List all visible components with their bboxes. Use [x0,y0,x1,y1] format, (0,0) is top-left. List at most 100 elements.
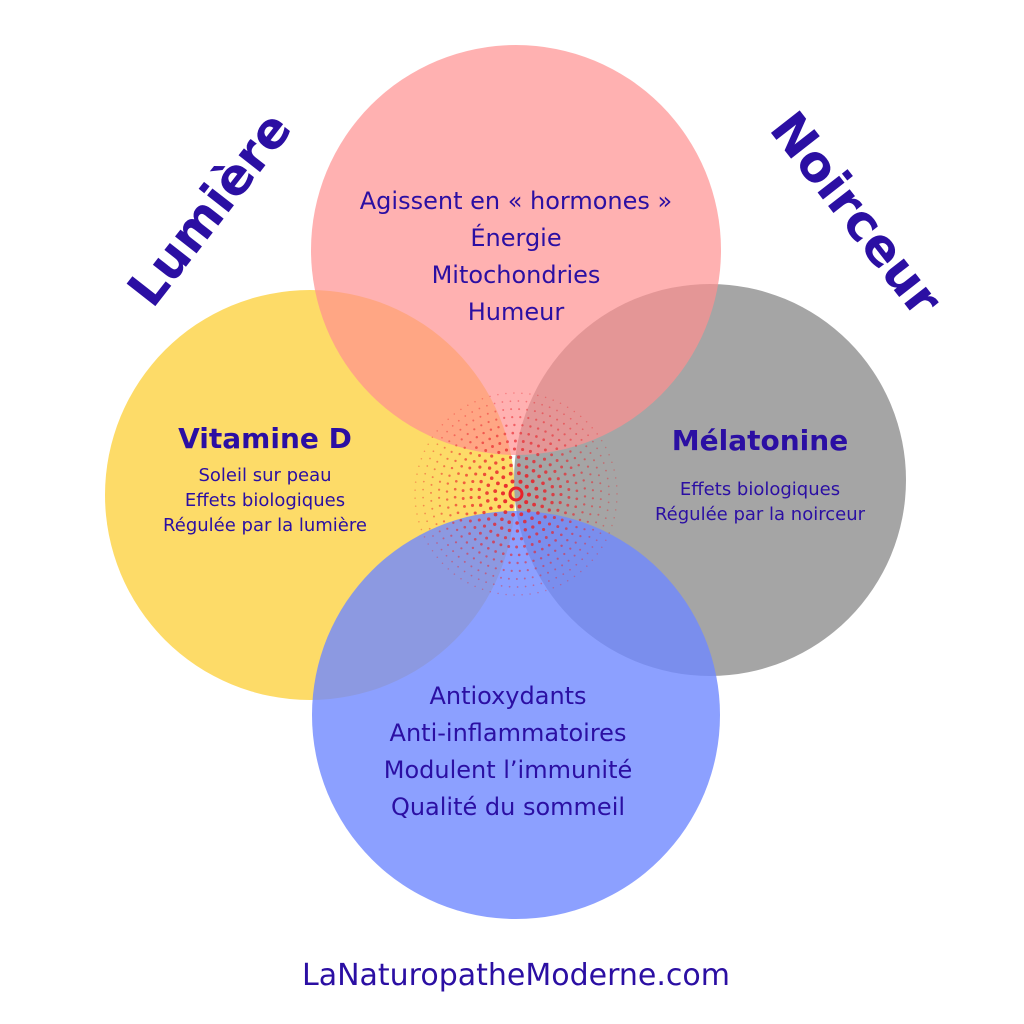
center-dot [492,583,495,586]
center-dot [600,490,602,493]
center-dot [523,519,527,524]
center-dot [544,536,548,539]
center-dot [516,586,519,588]
center-dot [489,476,494,480]
center-dot [526,408,528,411]
center-dot [614,509,617,511]
center-dot [550,485,554,489]
center-dot [527,432,531,436]
center-dot [536,511,540,515]
center-dot [511,416,514,419]
vitamine-d-title: Vitamine D [178,422,352,455]
center-dot [431,507,434,510]
center-dot [573,410,576,413]
center-dot [579,415,582,418]
center-dot [463,525,467,529]
center-dot [503,499,508,504]
center-dot [526,569,529,572]
center-dot [563,413,565,416]
center-dot [430,483,433,486]
center-dot [500,585,503,587]
center-dot [511,512,515,517]
center-dot [534,495,539,499]
center-dot [465,512,469,516]
center-dot [510,408,513,411]
center-dot [532,502,536,507]
center-dot [486,404,488,407]
center-dot [528,449,532,453]
center-dot [442,537,445,540]
center-dot [509,463,513,468]
center-dot [472,419,475,422]
center-dot [589,473,592,476]
center-dot [524,500,529,505]
center-dot [615,501,618,503]
center-dot [448,440,451,443]
center-dot [475,435,479,439]
center-dot [501,457,505,462]
center-dot [430,491,432,494]
center-dot [463,570,466,573]
center-dot [477,495,481,500]
center-dot [467,582,469,584]
center-dot [535,418,538,421]
center-dot [495,434,499,438]
bottom-line: Anti-inflammatoires [389,719,627,747]
center-dot [525,400,528,403]
center-dot [544,396,547,399]
center-dot [490,454,494,458]
center-dot [502,568,505,572]
center-dot [575,497,579,501]
center-dot [454,479,458,483]
center-dot [513,392,515,394]
center-dot [440,472,443,475]
center-dot [517,463,521,467]
center-dot [504,448,509,452]
center-dot [607,485,610,488]
center-dot [527,535,531,539]
center-dot [608,493,610,496]
center-dot [446,430,448,433]
center-dot [537,394,539,397]
center-dot [424,512,426,515]
center-dot [521,447,525,452]
center-dot [493,497,498,502]
center-dot [446,482,450,485]
center-dot [517,504,522,509]
center-dot [591,426,593,429]
center-dot [556,525,560,529]
center-dot [541,403,543,406]
center-dot [481,441,485,445]
center-dot [575,525,578,529]
center-dot [543,489,547,493]
center-dot [493,522,497,526]
center-dot [442,520,446,523]
center-dot [497,592,499,595]
center-dot [537,474,541,479]
center-dot [558,501,562,505]
center-dot [460,535,463,538]
center-dot [563,433,566,436]
center-dot [532,459,536,464]
center-dot [611,524,613,527]
center-dot [477,569,480,572]
center-dot [468,466,472,470]
center-dot [572,473,576,477]
center-dot [486,483,491,488]
melatonine-title: Mélatonine [671,424,849,457]
center-dot [507,520,511,524]
center-dot [507,577,510,580]
center-dot [544,470,548,474]
center-dot [455,444,458,447]
center-dot [487,517,491,521]
center-dot [481,588,484,591]
center-dot [482,510,486,515]
center-dot [583,528,586,531]
center-dot [593,459,595,462]
center-dot [416,513,418,515]
center-dot [503,510,508,514]
center-dot [601,546,603,549]
center-dot [453,487,457,491]
center-dot [513,594,515,596]
center-dot [591,481,594,484]
